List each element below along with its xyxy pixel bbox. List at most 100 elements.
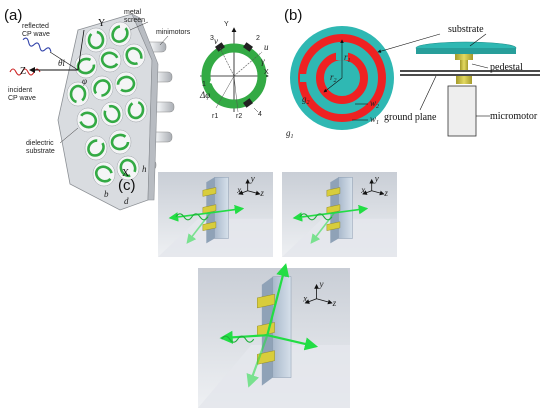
label-metal-screen-2: screen bbox=[124, 17, 145, 24]
phi-label: φ bbox=[82, 76, 87, 86]
unit-cell bbox=[114, 71, 138, 97]
cell-label-r1: r1 bbox=[212, 113, 218, 120]
pedestal-stem bbox=[460, 60, 468, 70]
cell-y-label: Y bbox=[224, 21, 229, 28]
cell-u-axis bbox=[233, 51, 263, 77]
theta-label: θi bbox=[58, 58, 65, 68]
scene-axis-z: z bbox=[383, 188, 388, 198]
cell-r1-line bbox=[215, 75, 235, 109]
cell-slot-3 bbox=[215, 42, 225, 52]
scene-axis-x: x bbox=[302, 294, 307, 304]
unit-cell bbox=[84, 27, 108, 53]
dim-h-label: h bbox=[142, 164, 147, 174]
leader-substrate-to-disc bbox=[377, 33, 441, 53]
scene-axis-x: x bbox=[360, 185, 365, 195]
r1-label: r1 bbox=[344, 52, 351, 64]
substrate-label: substrate bbox=[448, 24, 484, 35]
scene-axis-z: z bbox=[259, 188, 264, 198]
cell-slot-2 bbox=[243, 42, 253, 52]
axis-y-line bbox=[77, 29, 85, 71]
panel-label-b: (b) bbox=[284, 7, 302, 24]
panel-c-scene: x yz bbox=[198, 263, 350, 408]
leader-pedestal bbox=[471, 63, 489, 69]
axis-x-label: X bbox=[122, 168, 130, 179]
pedestal-bottom bbox=[456, 76, 472, 84]
cell-gamma-label: γ bbox=[261, 56, 265, 66]
unit-cell bbox=[124, 97, 148, 123]
pedestal-top bbox=[455, 54, 473, 60]
panel-c-scene: xyz bbox=[282, 172, 397, 257]
leader-minimotors bbox=[159, 35, 169, 46]
label-metal-screen-1: metal bbox=[124, 9, 142, 16]
cell-v-axis bbox=[219, 47, 235, 77]
panel-b-side-view: substrate pedestal ground plane micromot… bbox=[377, 24, 540, 137]
label-incident-wave-1: incident bbox=[8, 87, 32, 94]
incidence-line bbox=[49, 51, 79, 71]
unit-cell bbox=[92, 161, 116, 187]
leader-ground bbox=[419, 75, 437, 111]
dim-b-label: b bbox=[104, 189, 109, 199]
label-reflected-wave-1: reflected bbox=[22, 23, 49, 30]
unit-cell bbox=[122, 43, 146, 69]
cell-leader-4 bbox=[253, 107, 259, 113]
w2-label: w2 bbox=[370, 98, 379, 110]
dim-r2-line bbox=[323, 77, 343, 93]
ground-plane-label: ground plane bbox=[384, 112, 437, 123]
unit-cell bbox=[116, 155, 140, 181]
cell-r2-line bbox=[233, 75, 239, 113]
unit-cell bbox=[100, 101, 124, 127]
unit-cell bbox=[90, 75, 114, 101]
panel-label-a: (a) bbox=[4, 7, 22, 24]
scene-axis-z: z bbox=[332, 298, 337, 308]
panel-a-array bbox=[57, 13, 175, 211]
scene-axis-y: y bbox=[319, 279, 324, 289]
g2-label: g2 bbox=[302, 94, 310, 106]
axis-y-label: Y bbox=[98, 18, 105, 29]
g1-label: g1 bbox=[286, 128, 294, 140]
reflected-wave bbox=[22, 37, 52, 52]
cell-dphi-label: Δφ bbox=[199, 90, 210, 100]
label-minimotors: minimotors bbox=[156, 29, 191, 36]
cell-label-1: 1 bbox=[202, 81, 206, 88]
leader-substrate bbox=[469, 33, 487, 47]
label-incident-wave-2: CP wave bbox=[8, 95, 36, 102]
label-dielectric-2: substrate bbox=[26, 148, 55, 155]
scene-axis-y: y bbox=[374, 174, 379, 184]
unit-cell bbox=[98, 47, 122, 73]
cell-label-r2: r2 bbox=[236, 113, 242, 120]
leader-dielectric bbox=[59, 127, 79, 144]
r2-label: r2 bbox=[330, 72, 337, 84]
cell-v-label: v bbox=[214, 36, 218, 46]
panel-c-scene: xyz bbox=[158, 172, 273, 257]
cell-slot-4 bbox=[243, 98, 253, 108]
leader-metal bbox=[129, 21, 149, 31]
unit-cell bbox=[84, 135, 108, 161]
panel-b-dim-labels: r1 r2 w2 w1 g2 g1 bbox=[286, 52, 379, 140]
cell-gap-1 bbox=[209, 80, 222, 87]
axis-z-label: Z bbox=[20, 66, 26, 77]
side-substrate-edge bbox=[416, 48, 516, 54]
micromotor-box bbox=[447, 85, 477, 137]
cell-label-4: 4 bbox=[258, 111, 262, 118]
label-reflected-wave-2: CP wave bbox=[22, 31, 50, 38]
unit-cell bbox=[76, 107, 100, 133]
scene-axis-y: y bbox=[250, 174, 255, 184]
cell-label-3: 3 bbox=[210, 35, 214, 42]
cell-label-2: 2 bbox=[256, 35, 260, 42]
micromotor-label: micromotor bbox=[490, 111, 538, 122]
cell-x-label: X bbox=[264, 69, 269, 76]
unit-cell bbox=[66, 81, 90, 107]
unit-cell bbox=[108, 129, 132, 155]
panel-label-c: (c) bbox=[118, 177, 136, 194]
unit-cell-diagram: Y X u v γ Δφ 1 2 3 4 r1 r2 bbox=[199, 21, 269, 120]
outer-gap bbox=[300, 74, 312, 82]
label-dielectric-1: dielectric bbox=[26, 140, 54, 147]
cell-ring bbox=[201, 43, 267, 109]
scene-axis-x: x bbox=[236, 185, 241, 195]
w1-label: w1 bbox=[370, 114, 379, 126]
unit-cells bbox=[66, 21, 148, 187]
unit-cell bbox=[108, 21, 132, 47]
panel-b-ring-disc bbox=[290, 26, 394, 130]
